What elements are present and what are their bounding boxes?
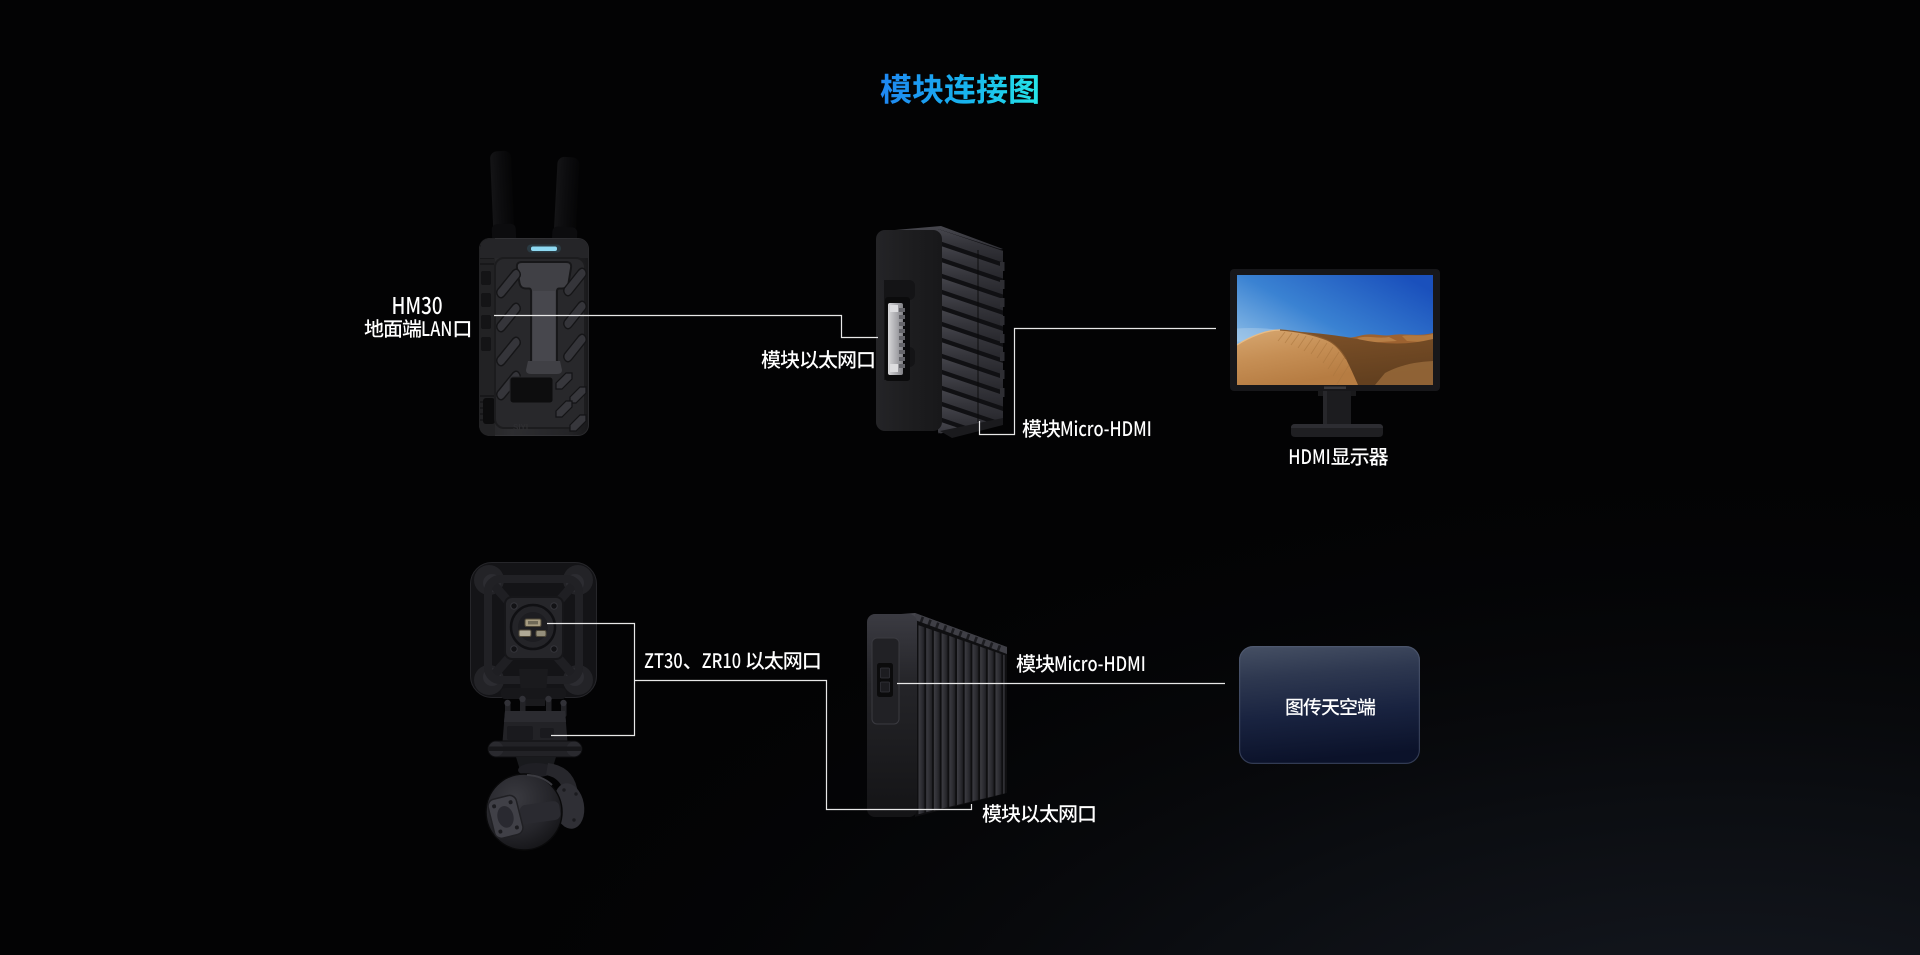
svg-text:SIYI: SIYI — [513, 423, 528, 432]
